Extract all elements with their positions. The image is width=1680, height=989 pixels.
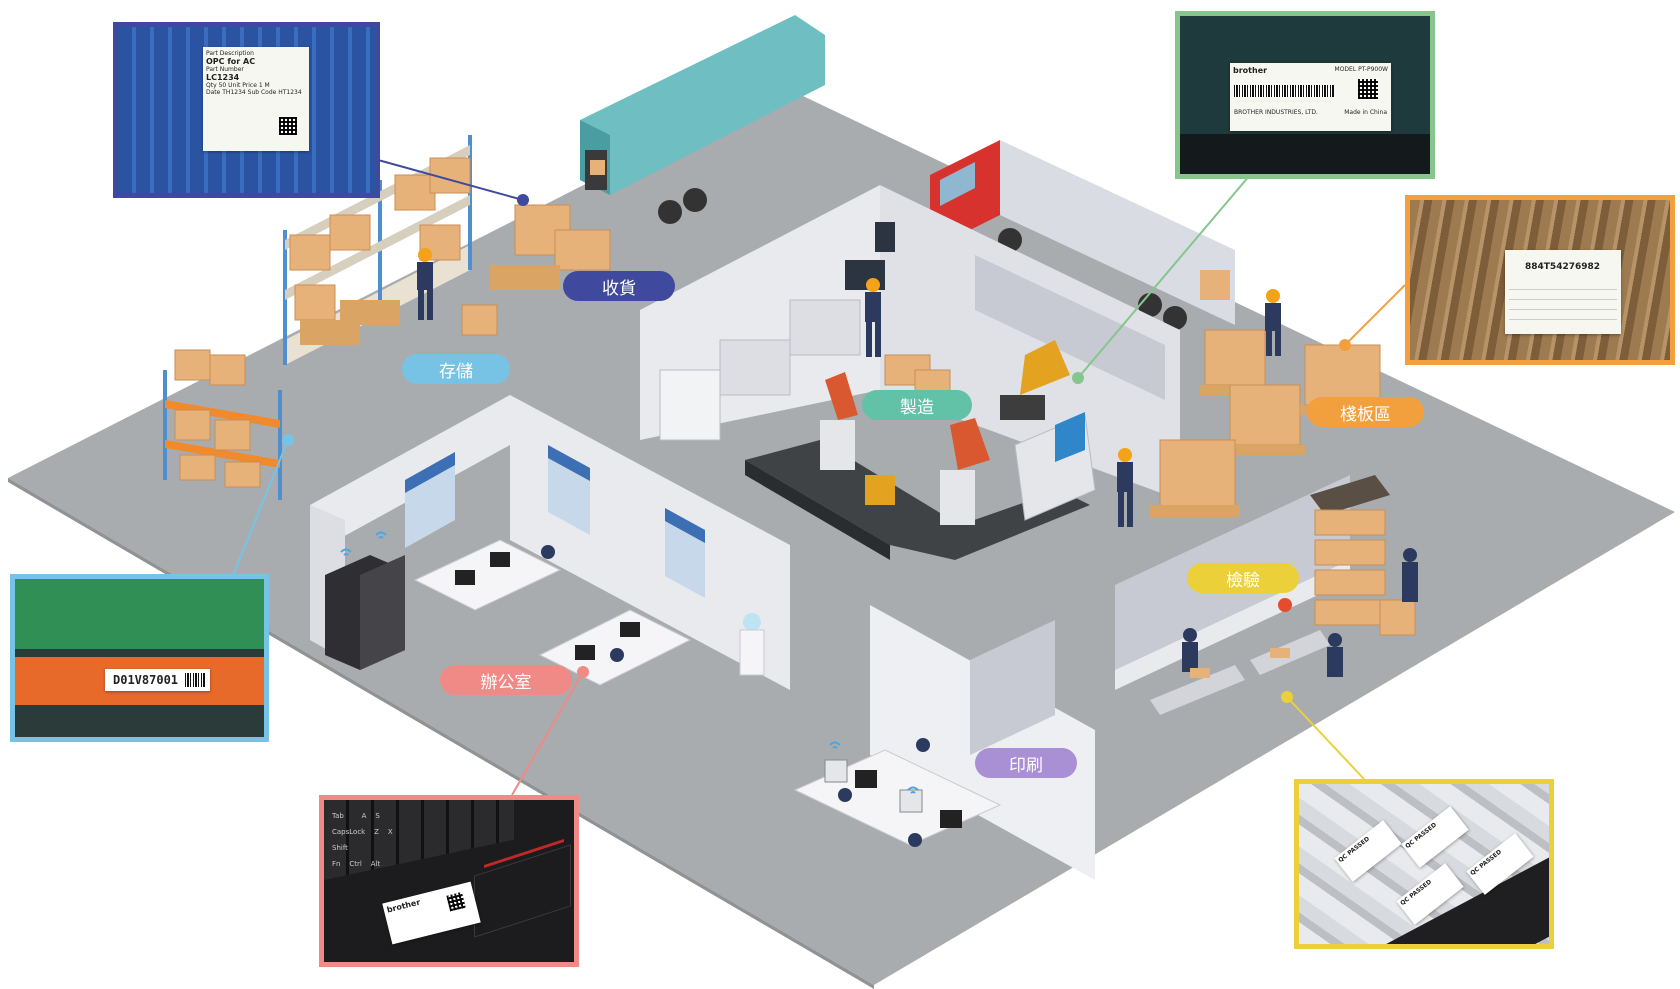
pallet-code: 884T54276982 [1525, 262, 1601, 272]
barcode-icon [185, 673, 205, 687]
qr-code-icon [1358, 79, 1378, 99]
label-rows [1509, 280, 1617, 320]
left-rack [163, 349, 282, 500]
factory-floor [8, 85, 1675, 985]
pallet-worker [1265, 289, 1281, 356]
zone-label-manufacturing[interactable]: 製造 [862, 390, 972, 420]
green-crate [15, 579, 264, 649]
inspection-conveyors [1150, 598, 1330, 715]
key-legends: Tab A S CapsLock Z X Shift Fn Ctrl Alt [332, 812, 393, 868]
shelf-label: D01V87001 [105, 669, 210, 691]
office-back-wall [310, 395, 510, 555]
qr-code-icon [446, 892, 466, 912]
machine-panel [1180, 134, 1430, 174]
label-maker: BROTHER INDUSTRIES, LTD. [1234, 109, 1318, 116]
receiving-boxes [461, 204, 611, 336]
shelf-code: D01V87001 [113, 673, 179, 687]
label-field: Date TH1234 Sub Code HT1234 [206, 89, 302, 96]
label-brand: brother MODEL PT-P900W [1233, 66, 1388, 75]
label-field: Part Number [206, 66, 244, 73]
zone-label-office[interactable]: 辦公室 [440, 665, 572, 695]
callout-machine-label-photo[interactable]: brother MODEL PT-P900W BROTHER INDUSTRIE… [1175, 11, 1435, 179]
storage-boxes [289, 157, 471, 345]
robot-arms [820, 340, 1070, 525]
zone-label-printing[interactable]: 印刷 [975, 748, 1077, 778]
callout-pallet-label-photo[interactable]: 884T54276982 [1405, 195, 1675, 365]
pallet-label: 884T54276982 [1505, 250, 1621, 334]
asset-brand: brother [385, 897, 422, 915]
rating-label: brother MODEL PT-P900W BROTHER INDUSTRIE… [1230, 63, 1391, 131]
callout-qc-label-photo[interactable]: QC PASSED QC PASSED QC PASSED QC PASSED [1294, 779, 1554, 949]
cnc-machines [659, 222, 895, 441]
callout-shelf-label-photo[interactable]: D01V87001 [10, 574, 269, 742]
label-field: Part Description [206, 50, 254, 57]
operator-worker [1117, 448, 1133, 527]
label-field: OPC for AC [206, 57, 256, 66]
zone-label-receiving[interactable]: 收貨 [563, 271, 675, 301]
zone-label-inspection[interactable]: 檢驗 [1187, 563, 1299, 593]
office-windows [405, 445, 705, 598]
inspection-workers [1182, 548, 1418, 677]
printing-wall-right [970, 620, 1055, 755]
label-field: LC1234 [206, 73, 240, 82]
inspection-shelf [1310, 475, 1416, 636]
server-rack [325, 555, 405, 670]
wifi-icon [340, 531, 919, 794]
office-desks [413, 539, 692, 686]
callout-connectors [231, 159, 1406, 796]
zone-label-storage[interactable]: 存儲 [402, 354, 510, 384]
printing-desks [793, 738, 1002, 847]
asset-label: brother [382, 881, 481, 945]
packing-machine [1014, 412, 1096, 521]
kanban-label: Part Description OPC for AC Part Number … [203, 47, 309, 151]
label-origin: Made in China [1344, 109, 1387, 116]
receiving-worker [417, 248, 433, 320]
trackpad [474, 844, 571, 938]
water-dispenser-icon [739, 613, 765, 676]
callout-laptop-label-photo[interactable]: Tab A S CapsLock Z X Shift Fn Ctrl Alt b… [319, 795, 579, 967]
barcode-icon [1234, 85, 1334, 97]
teal-truck [580, 15, 825, 224]
zone-label-pallet-area[interactable]: 棧板區 [1307, 397, 1424, 427]
callout-receiving-label-photo[interactable]: Part Description OPC for AC Part Number … [113, 22, 380, 198]
label-field: Qty 50 Unit Price 1 M [206, 82, 270, 89]
manufacturing-worker [865, 278, 881, 357]
qr-code-icon [279, 117, 297, 135]
manufacturing-right-wall [880, 185, 1180, 500]
